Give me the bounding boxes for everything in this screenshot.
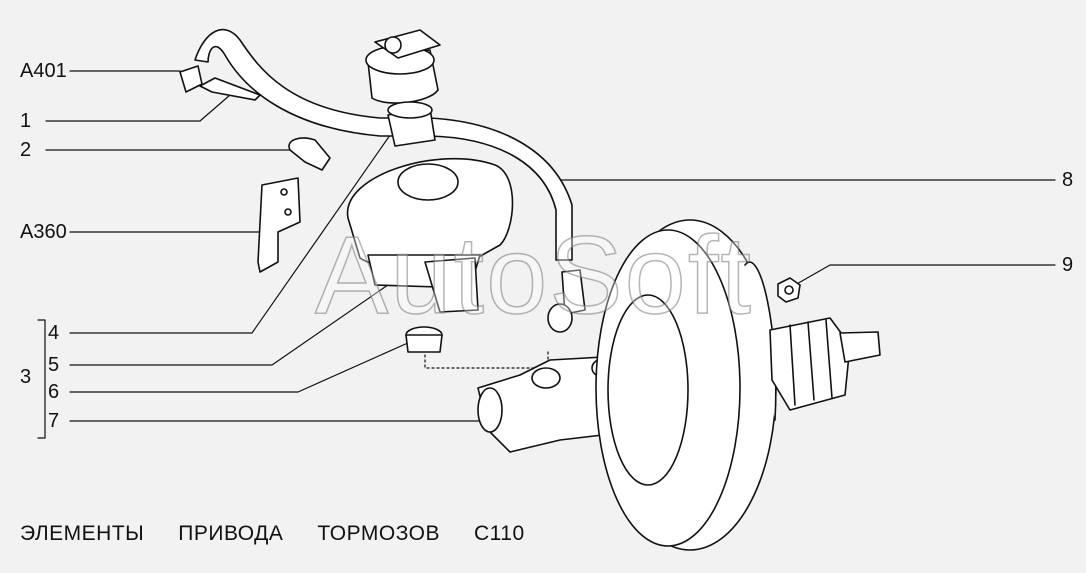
leader-lines	[37, 70, 1056, 439]
callout-9: 9	[1062, 254, 1074, 276]
nut-part-9	[777, 277, 801, 303]
brake-fluid-reservoir	[346, 157, 514, 313]
pushrod-boot	[769, 317, 881, 411]
vacuum-brake-booster	[595, 219, 777, 551]
callout-4: 4	[48, 322, 60, 344]
caption-word-4: С110	[474, 522, 525, 545]
hose-fitting	[547, 269, 586, 333]
vacuum-hose	[194, 28, 573, 261]
callout-5: 5	[48, 354, 60, 376]
diagram-caption: ЭЛЕМЕНТЫ ПРИВОДА ТОРМОЗОВ С110	[20, 522, 559, 546]
caption-word-2: ПРИВОДА	[178, 522, 284, 545]
clip-a401	[179, 65, 261, 101]
clamp-part-2	[288, 137, 331, 171]
reservoir-cap	[365, 29, 441, 104]
callout-3: 3	[20, 366, 32, 388]
caption-word-1: ЭЛЕМЕНТЫ	[20, 522, 145, 545]
callout-2: 2	[20, 139, 32, 161]
sleeve-part-4	[387, 101, 436, 147]
plug-part-6	[405, 326, 443, 353]
callout-8: 8	[1062, 169, 1074, 191]
callout-1: 1	[20, 110, 32, 132]
callout-7: 7	[48, 410, 60, 432]
callout-a360: A360	[20, 221, 67, 243]
bracket-a360	[257, 177, 301, 273]
callout-6: 6	[48, 381, 60, 403]
caption-word-3: ТОРМОЗОВ	[317, 522, 440, 545]
callout-a401: A401	[20, 60, 67, 82]
